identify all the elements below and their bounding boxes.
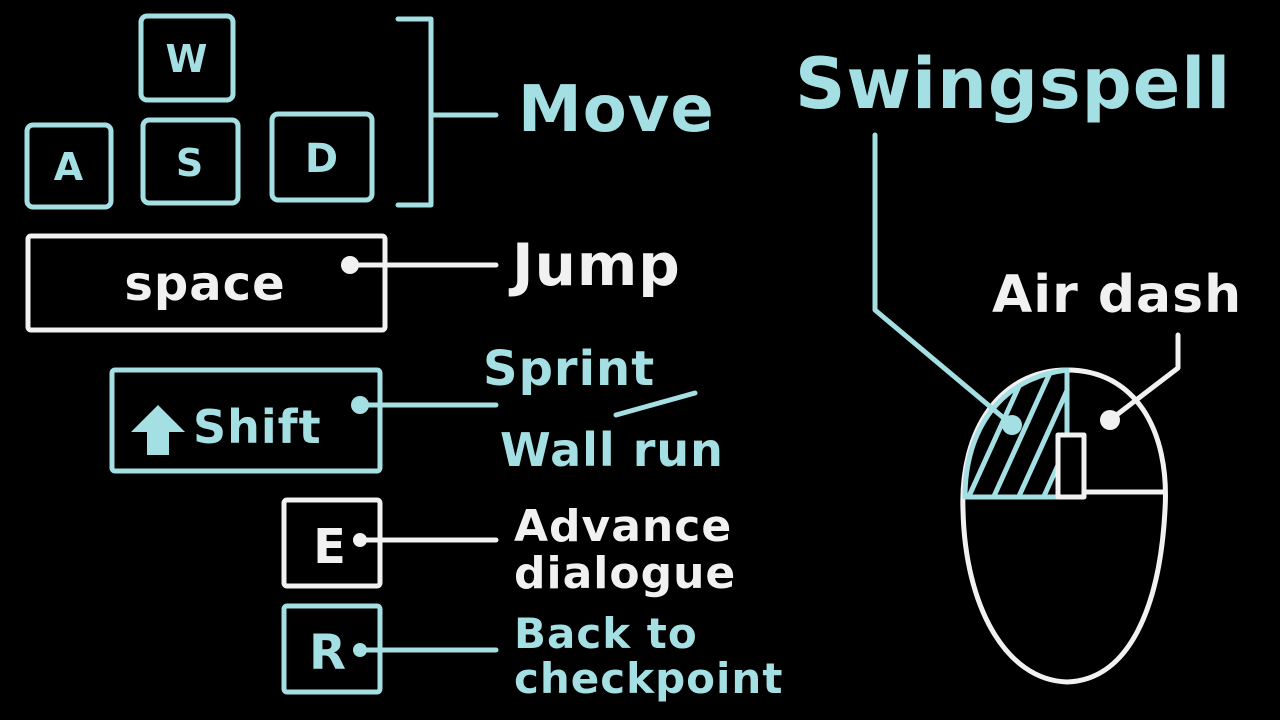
swingspell-label: Swingspell — [795, 43, 1231, 125]
mouse-body — [960, 367, 1168, 685]
key-space-label: space — [124, 256, 285, 312]
mouse-icon — [960, 367, 1168, 685]
sprint-label: Sprint — [483, 341, 655, 397]
key-w — [138, 13, 236, 103]
air-dash-label: Air dash — [992, 265, 1242, 325]
key-space — [25, 233, 388, 333]
mouse-left-outline — [962, 367, 1070, 500]
key-e-label: E — [313, 519, 347, 575]
e-key-group: E Advance dialogue — [281, 497, 736, 599]
mouse-scroll-wheel — [1055, 432, 1087, 500]
jump-label: Jump — [508, 231, 681, 299]
r-key-group: R Back to checkpoint — [281, 603, 783, 703]
air-dash-connector — [1107, 332, 1181, 423]
shift-key-group: Shift Sprint Wall run — [109, 341, 724, 477]
key-s — [140, 117, 241, 206]
move-bracket — [395, 16, 499, 208]
up-arrow-icon — [131, 405, 185, 455]
advance-label-line2: dialogue — [514, 548, 736, 599]
key-d-label: D — [305, 136, 339, 182]
move-label: Move — [518, 73, 715, 147]
key-s-label: S — [176, 141, 204, 185]
key-d — [269, 111, 375, 203]
space-key-group: space Jump — [25, 231, 681, 333]
advance-label-line1: Advance — [514, 501, 732, 552]
back-label-line1: Back to — [514, 609, 698, 658]
key-shift — [109, 367, 383, 474]
key-e — [281, 497, 383, 589]
key-w-label: W — [166, 37, 209, 81]
wasd-keys: W A S D Move — [24, 13, 715, 210]
sprint-wallrun-divider — [613, 390, 698, 418]
key-a — [24, 122, 114, 210]
wall-run-label: Wall run — [500, 423, 724, 477]
key-r-label: R — [309, 625, 347, 681]
swingspell-connector — [872, 132, 1015, 428]
key-a-label: A — [54, 145, 84, 189]
back-label-line2: checkpoint — [514, 654, 783, 703]
key-shift-label: Shift — [193, 400, 322, 454]
